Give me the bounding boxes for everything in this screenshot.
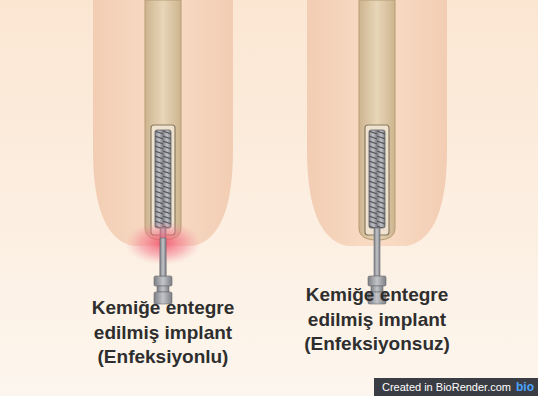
caption-label: Kemiğe entegre edilmiş implant (Enfeksiy…: [277, 283, 477, 357]
watermark-logo: bio: [516, 380, 534, 394]
watermark-text: Created in BioRender.com: [382, 381, 511, 393]
watermark-bar: Created in BioRender.com bio: [374, 378, 538, 396]
caption-label: Kemiğe entegre edilmiş implant (Enfeksiy…: [63, 296, 263, 370]
